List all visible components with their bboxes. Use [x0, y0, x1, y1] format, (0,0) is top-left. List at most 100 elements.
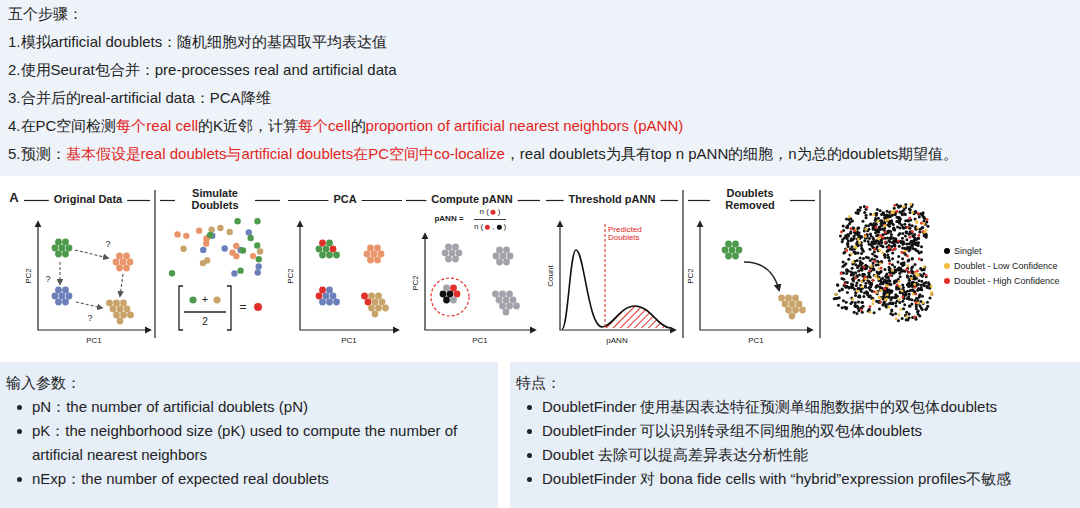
cell-dot	[863, 273, 866, 276]
cell-dot	[845, 226, 848, 229]
cell-dot	[364, 251, 371, 258]
cell-dot	[789, 313, 796, 320]
cell-dot	[207, 232, 213, 238]
cell-dot	[869, 294, 872, 297]
cell-dot	[898, 298, 901, 301]
cell-dot	[908, 289, 911, 292]
cell-dot	[856, 306, 859, 309]
bullet-text: nExp：the number of expected real doublet…	[32, 470, 329, 487]
cell-dot	[55, 287, 62, 294]
formula-row: n (,)	[474, 223, 506, 231]
cell-dot	[898, 211, 901, 214]
cell-dot	[869, 295, 872, 298]
question-mark: ?	[45, 275, 50, 284]
cell-dot	[912, 293, 915, 296]
cell-dot	[911, 245, 914, 248]
cell-dot	[857, 234, 860, 237]
cell-dot	[870, 282, 873, 285]
axis-label: PC2	[25, 268, 33, 284]
cell-dot	[891, 302, 894, 305]
bullet-text: pN：the number of artificial doublets (pN…	[32, 398, 308, 415]
cell-dot	[891, 249, 894, 252]
cell-dot	[860, 247, 863, 250]
cell-dot	[782, 301, 789, 308]
cell-dot	[917, 302, 920, 305]
formula-text: ,	[492, 223, 494, 231]
cell-dot	[217, 225, 223, 231]
cell-dot	[855, 284, 858, 287]
cell-dot	[189, 296, 196, 303]
cell-dot	[851, 219, 854, 222]
cell-dot	[732, 253, 739, 260]
cell-dot	[883, 287, 886, 290]
bracket	[179, 286, 183, 330]
cell-dot	[371, 251, 378, 258]
cell-dot	[860, 244, 863, 247]
cell-dot	[871, 279, 874, 282]
cell-dot	[847, 233, 850, 236]
cell-dot	[835, 293, 838, 296]
cell-dot	[914, 263, 917, 266]
cell-dot	[905, 231, 908, 234]
cell-dot	[729, 247, 736, 254]
cell-dot	[849, 247, 852, 250]
cell-dot	[879, 262, 882, 265]
panel-heading: PCA	[333, 194, 356, 206]
axes	[38, 222, 812, 330]
cell-dot	[785, 307, 792, 314]
cell-dot	[895, 288, 898, 291]
cell-dot	[123, 253, 130, 260]
cell-dot	[880, 241, 883, 244]
highlight-text: 每个real cell	[116, 117, 198, 134]
cell-dot	[200, 247, 206, 253]
cell-dot	[862, 295, 865, 298]
legend: SingletDoublet - Low ConfidenceDoublet -…	[944, 243, 1060, 288]
cell-dot	[906, 219, 909, 222]
cell-dot	[907, 260, 910, 263]
cell-dot	[894, 293, 897, 296]
cell-dot	[106, 300, 113, 307]
cell-dot	[864, 286, 867, 289]
cell-dot	[914, 272, 917, 275]
cell-dot	[920, 286, 923, 289]
cell-dot	[921, 212, 924, 215]
axis	[425, 234, 535, 330]
cell-dot	[221, 245, 227, 251]
cell-dot	[846, 281, 849, 284]
cell-dot	[895, 318, 898, 321]
cell-dot	[877, 277, 880, 280]
cell-dot	[66, 245, 73, 252]
bracket	[227, 286, 231, 330]
cell-dot	[880, 270, 883, 273]
cell-dot	[888, 230, 891, 233]
cell-dot	[905, 243, 908, 246]
cell-dot	[886, 237, 889, 240]
cell-dot	[913, 277, 916, 280]
plus-sign: +	[202, 294, 208, 306]
cell-dot	[914, 242, 917, 245]
panel-dividers	[155, 190, 820, 338]
cell-dot	[888, 268, 891, 271]
cell-dot	[869, 213, 872, 216]
cell-dot	[857, 295, 860, 298]
cell-dot	[913, 233, 916, 236]
cell-dot	[319, 240, 326, 247]
cell-dot	[904, 203, 907, 206]
cell-dot	[833, 297, 836, 300]
cell-dot	[856, 259, 859, 262]
cell-dot	[891, 214, 894, 217]
cell-dot	[113, 259, 120, 266]
axis-label: Count	[547, 265, 555, 286]
step-text: 5.预测：	[8, 145, 66, 162]
cell-dot	[908, 305, 911, 308]
cell-dot	[860, 280, 863, 283]
cell-dot	[893, 268, 896, 271]
cell-dot	[513, 303, 520, 310]
cell-dot	[869, 233, 872, 236]
divider	[819, 190, 820, 338]
cell-dot	[123, 265, 130, 272]
cell-dot	[898, 245, 901, 248]
cell-dot	[120, 259, 127, 266]
cell-dot	[902, 307, 905, 310]
divider	[682, 190, 683, 338]
